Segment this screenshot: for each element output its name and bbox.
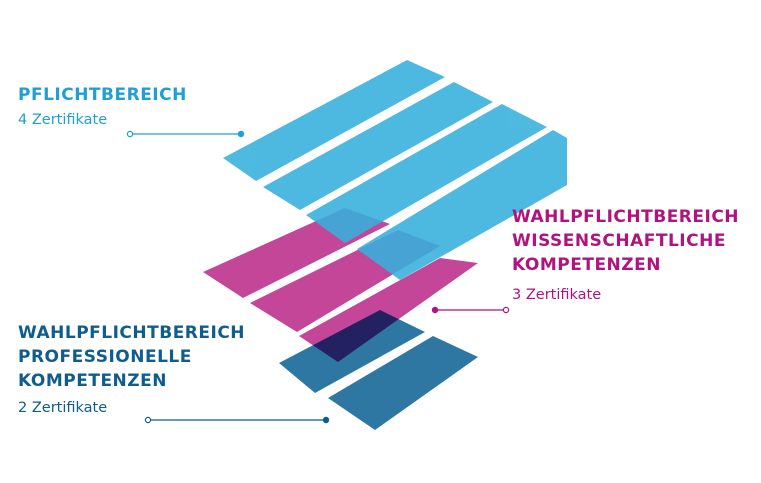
- title-line: WISSENSCHAFTLICHE: [512, 231, 726, 251]
- mandatory-strip: [357, 130, 567, 280]
- connector-professionell: [144, 416, 330, 424]
- mandatory-strip: [263, 82, 493, 210]
- professional-strip: [328, 336, 478, 430]
- science-strip: [299, 258, 478, 362]
- professionell-count: 2 Zertifikate: [18, 400, 108, 416]
- wissenschaft-title: WAHLPFLICHTBEREICH WISSENSCHAFTLICHE KOM…: [512, 205, 739, 277]
- mandatory-layer: [223, 60, 567, 280]
- title-line: KOMPETENZEN: [512, 255, 661, 275]
- title-line: WAHLPFLICHTBEREICH: [18, 323, 246, 343]
- wissenschaft-count: 3 Zertifikate: [512, 287, 602, 303]
- pflicht-title: PFLICHTBEREICH: [18, 85, 187, 105]
- mandatory-strip: [223, 60, 445, 181]
- professionell-title: WAHLPFLICHTBEREICH PROFESSIONELLE KOMPET…: [18, 321, 245, 393]
- title-line: WAHLPFLICHTBEREICH: [512, 207, 740, 227]
- pflicht-count: 4 Zertifikate: [18, 112, 108, 128]
- connector-wissenschaft: [431, 306, 510, 314]
- title-line: PROFESSIONELLE: [18, 347, 192, 367]
- connector-pflicht: [126, 130, 245, 138]
- title-line: KOMPETENZEN: [18, 371, 167, 391]
- mandatory-strip: [306, 104, 547, 243]
